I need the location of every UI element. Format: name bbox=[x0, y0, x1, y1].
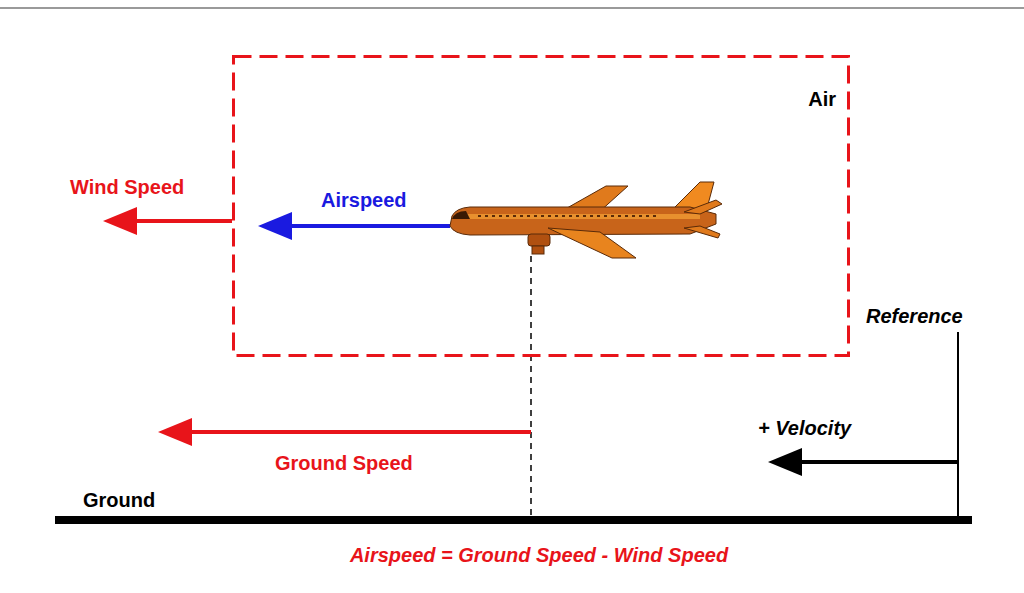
velocity-arrow bbox=[768, 448, 958, 476]
velocity-label: + Velocity bbox=[758, 416, 851, 440]
equation-caption: Airspeed = Ground Speed - Wind Speed bbox=[350, 543, 728, 567]
position-drop-line bbox=[530, 256, 532, 517]
region-label: Air bbox=[808, 87, 836, 111]
airspeed-arrow bbox=[258, 212, 450, 240]
airplane bbox=[450, 182, 722, 258]
reference-line bbox=[957, 332, 959, 520]
ground-line bbox=[55, 516, 972, 524]
wind-speed-arrow bbox=[103, 207, 232, 235]
airspeed-label: Airspeed bbox=[321, 188, 407, 212]
ground-speed-arrow bbox=[158, 418, 531, 446]
ground-label: Ground bbox=[83, 488, 155, 512]
wind-speed-label: Wind Speed bbox=[70, 175, 184, 199]
ground-speed-label: Ground Speed bbox=[275, 451, 413, 475]
reference-label: Reference bbox=[866, 304, 963, 328]
top-rule bbox=[0, 7, 1024, 9]
